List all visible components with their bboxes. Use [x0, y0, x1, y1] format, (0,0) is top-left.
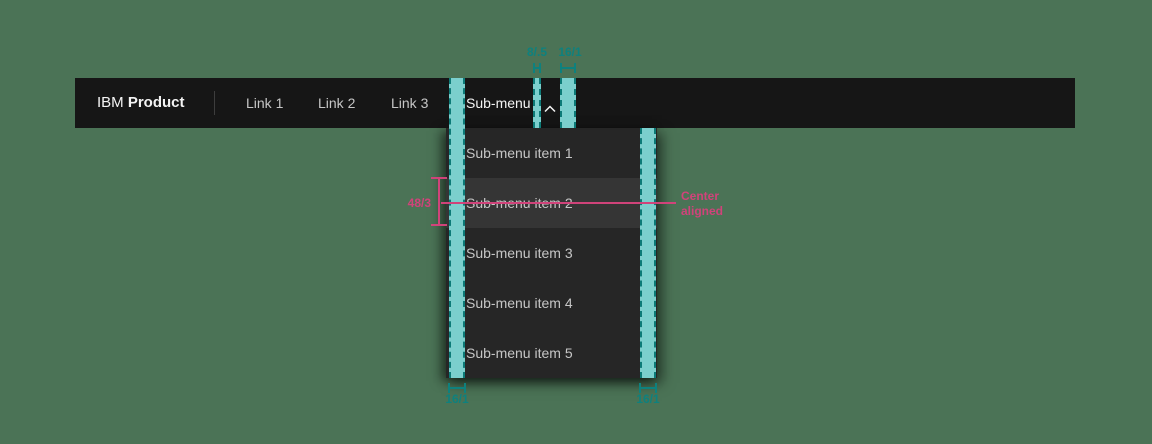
nav-link-3[interactable]: Link 3	[391, 95, 429, 111]
spacing-bar-trigger-right-padding	[560, 78, 576, 128]
nav-link-2[interactable]: Link 2	[318, 95, 356, 111]
nav-link-1[interactable]: Link 1	[246, 95, 284, 111]
spacing-label-bottom-right: 16/1	[636, 392, 660, 406]
spacing-label-bottom-left: 16/1	[445, 392, 469, 406]
spacing-label-top16: 16/1	[558, 45, 582, 59]
measure-bracket-gap8	[533, 63, 541, 73]
header-divider	[214, 91, 215, 115]
center-aligned-label: Center aligned	[681, 189, 724, 218]
submenu-item[interactable]: Sub-menu item 1	[466, 145, 573, 161]
item-height-label: 48/3	[407, 196, 431, 210]
brand[interactable]: IBM Product	[97, 78, 185, 128]
brand-product-name: Product	[127, 94, 185, 111]
measure-beam-item-height	[431, 177, 447, 226]
brand-prefix: IBM	[97, 94, 124, 111]
submenu-trigger[interactable]: Sub-menu	[466, 95, 531, 111]
measure-bracket-bottom-left	[448, 383, 466, 393]
spacing-bar-left-padding	[449, 78, 465, 378]
submenu-panel: Sub-menu item 1 Sub-menu item 2 Sub-menu…	[446, 128, 657, 378]
center-align-line	[441, 202, 676, 204]
chevron-up-icon[interactable]	[544, 100, 556, 113]
spacing-bar-text-chevron-gap	[533, 78, 541, 128]
spacing-bar-panel-right-padding	[640, 128, 656, 378]
measure-bracket-top16	[560, 63, 576, 73]
measure-bracket-bottom-right	[639, 383, 657, 393]
submenu-item[interactable]: Sub-menu item 4	[466, 295, 573, 311]
spacing-label-gap8: 8/.5	[526, 45, 547, 59]
submenu-item[interactable]: Sub-menu item 3	[466, 245, 573, 261]
submenu-item[interactable]: Sub-menu item 5	[466, 345, 573, 361]
